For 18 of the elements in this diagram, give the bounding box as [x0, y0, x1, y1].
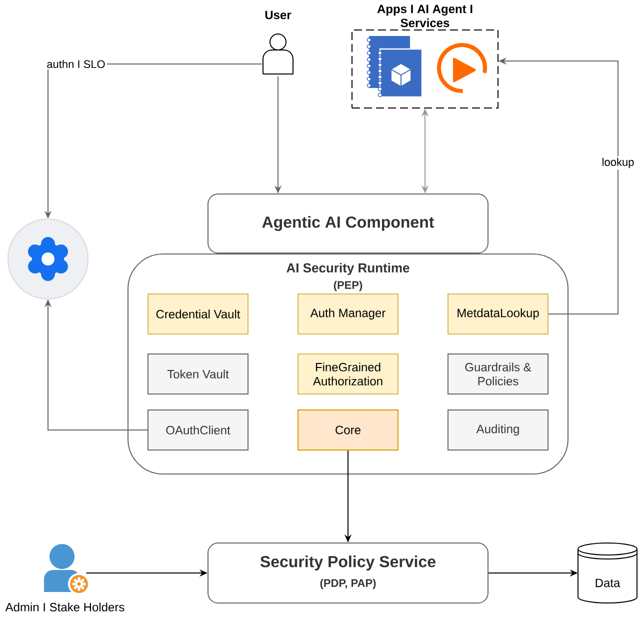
actor-label: User: [265, 10, 292, 20]
process-box: Security Policy Service (PDP, PAP): [208, 542, 488, 604]
actor-label: Admin I Stake Holders: [5, 602, 124, 612]
component-box: Guardrails & Policies: [448, 354, 548, 394]
component-box: MetdataLookup: [448, 294, 548, 334]
gear-icon: [8, 218, 88, 300]
component-box: Core: [298, 410, 398, 450]
process-box: Agentic AI Component: [208, 194, 488, 254]
component-box: Auditing: [448, 410, 548, 450]
component-box: Auth Manager: [298, 294, 398, 334]
component-box: Credential Vault: [148, 294, 248, 334]
component-box: OAuthClient: [148, 410, 248, 450]
edge-label: authn I SLO: [45, 58, 107, 70]
database-cylinder: Data: [578, 542, 638, 604]
group-title: Apps I AI Agent I Services: [377, 4, 472, 28]
edge-label: lookup: [600, 156, 636, 170]
component-box: FineGrained Authorization: [298, 354, 398, 394]
component-box: Token Vault: [148, 354, 248, 394]
